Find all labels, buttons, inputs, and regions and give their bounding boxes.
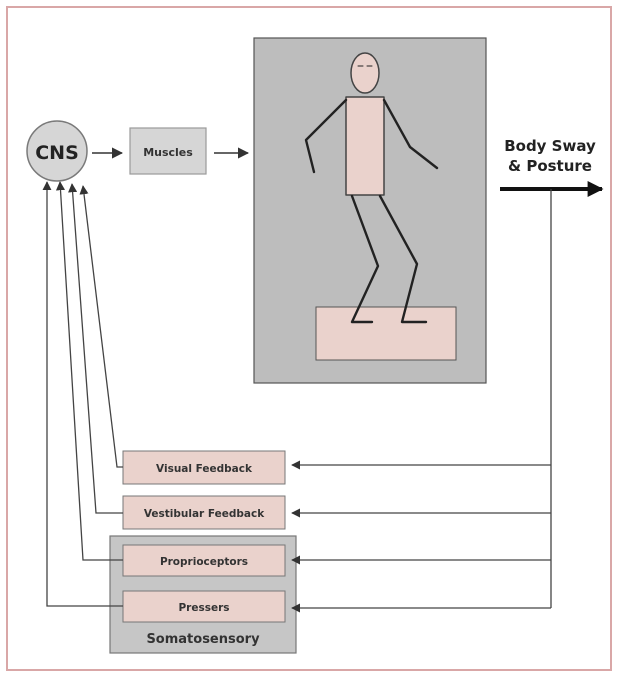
proprioceptors-node: Proprioceptors — [122, 544, 286, 577]
visual-feedback-node: Visual Feedback — [122, 450, 286, 485]
output-label-line2: & Posture — [508, 157, 592, 175]
stick-figure — [304, 52, 439, 324]
visual-to-cns-arrow — [79, 185, 123, 468]
visual-feedback-label: Visual Feedback — [156, 463, 253, 475]
body-panel — [253, 37, 487, 384]
pressers-label: Pressers — [178, 602, 229, 614]
proprioceptors-label: Proprioceptors — [160, 556, 248, 568]
platform-block — [315, 306, 457, 361]
muscles-label: Muscles — [143, 146, 193, 159]
somatosensory-label: Somatosensory — [146, 632, 260, 647]
figure-head — [350, 52, 380, 94]
output-label-line1: Body Sway — [504, 137, 596, 155]
cns-label: CNS — [35, 142, 79, 164]
pressers-node: Pressers — [122, 590, 286, 623]
vestibular-feedback-label: Vestibular Feedback — [144, 508, 265, 520]
cns-node: CNS — [26, 120, 88, 182]
vestibular-feedback-node: Vestibular Feedback — [122, 495, 286, 530]
muscles-node: Muscles — [129, 127, 207, 175]
figure-torso — [345, 96, 385, 196]
pressers-to-cns-arrow — [42, 181, 123, 607]
proprioceptors-to-cns-arrow — [55, 181, 123, 561]
vestibular-to-cns-arrow — [68, 183, 123, 514]
